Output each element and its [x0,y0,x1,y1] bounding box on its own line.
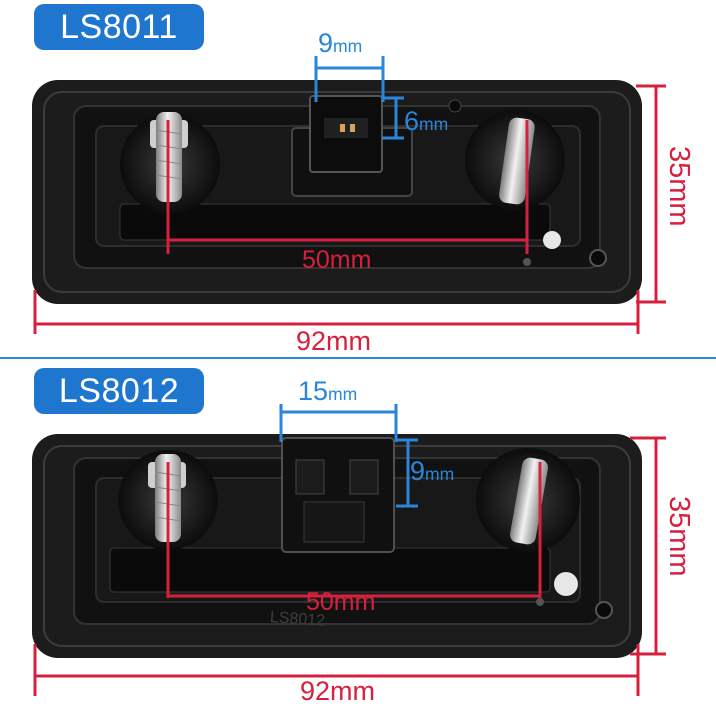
total-height-label: 35mm [663,146,695,227]
stud-spacing-label: 50mm [302,246,372,274]
connector-height-dimension [396,438,418,508]
total-width-dimension [33,290,640,334]
connector-height-dimension [382,96,404,140]
connector-width-dimension [279,404,398,442]
connector-height-label: 9mm [410,456,455,486]
total-height-dimension [636,84,666,304]
left-stud [120,112,220,214]
connector-width-label: 9mm [318,28,363,58]
model-badge: LS8011 [34,4,204,50]
plate-photo: LS8012 [32,404,666,696]
stud-spacing-dimension [166,462,542,598]
total-width-label: 92mm [296,326,372,356]
connector [281,437,395,553]
total-height-dimension [630,436,666,656]
total-height-label: 35mm [663,496,695,577]
product-panel-ls8012: LS8012 [0,362,716,706]
total-width-label: 92mm [300,676,376,706]
stud-spacing-label: 50mm [306,588,376,616]
connector [291,95,413,197]
connector-width-dimension [314,56,385,102]
molded-marking: LS8012 [269,609,325,630]
connector-height-label: 6mm [404,106,449,136]
right-stud [465,110,565,210]
product-panel-ls8011: LS8011 [32,4,695,356]
model-badge: LS8012 [34,368,204,414]
connector-width-label: 15mm [298,376,358,406]
plate-photo [32,56,666,334]
stud-spacing-dimension [166,120,529,254]
panel-divider [0,357,716,359]
right-stud [476,448,580,552]
